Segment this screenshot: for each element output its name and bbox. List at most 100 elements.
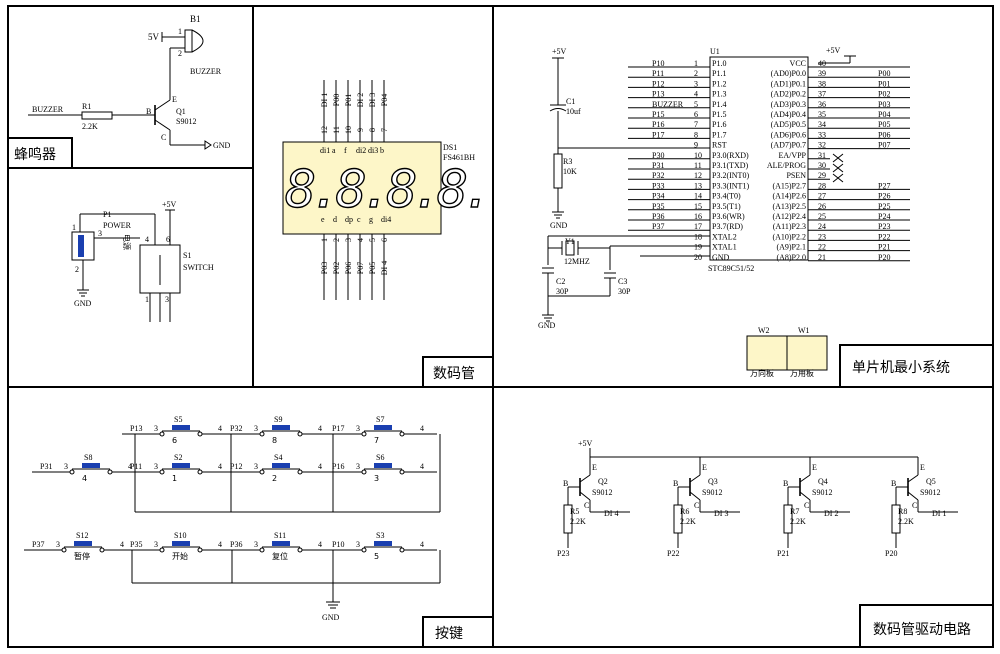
key-pin-b: 4: [218, 462, 222, 471]
mcu-left-name: P1.2: [712, 79, 726, 88]
key-ref: S7: [376, 415, 384, 424]
mcu-left-pin: 5: [694, 100, 698, 109]
key-label: 6: [172, 436, 177, 445]
mcu-right-net: P00: [878, 69, 890, 78]
mcu-right-name: (AD4)P0.4: [771, 110, 806, 119]
mcu-right-pin: 39: [818, 69, 826, 78]
label-driver-5v: +5V: [578, 439, 593, 448]
label-ds1: DS1: [443, 143, 457, 152]
mcu-left-net: P11: [652, 69, 664, 78]
key-ref: S4: [274, 453, 282, 462]
driver-di: DI 3: [714, 509, 728, 518]
label-c3: C3: [618, 277, 627, 286]
mcu-left-pin: 14: [694, 192, 702, 201]
mcu-left-name: P1.7: [712, 130, 726, 139]
key-pin-b: 4: [318, 462, 322, 471]
display-top-seg: di1: [320, 146, 330, 155]
mcu-right-pin: 34: [818, 120, 826, 129]
mcu-right-net: P23: [878, 222, 890, 231]
power-circuit: [71, 209, 181, 322]
mcu-right-name: EA/VPP: [778, 151, 806, 160]
mcu-right-net: P27: [878, 181, 890, 190]
mcu-left-pin: 7: [694, 120, 698, 129]
mcu-left-name: XTAL2: [712, 232, 737, 241]
driver-net: P23: [557, 549, 569, 558]
mcu-right-name: (A15)P2.7: [772, 181, 806, 190]
mcu-right-net: P21: [878, 243, 890, 252]
key-button-cap: [374, 463, 392, 468]
mcu-right-name: (A10)P2.2: [772, 232, 806, 241]
driver-pin-c: C: [694, 501, 699, 510]
key-button-cap: [272, 541, 290, 546]
mcu-left-name: P1.0: [712, 59, 726, 68]
driver-q: Q4: [818, 477, 828, 486]
label-q1-value: S9012: [176, 117, 196, 126]
mcu-left-pin: 13: [694, 181, 702, 190]
mcu-left-pin: 8: [694, 130, 698, 139]
label-r3: R3: [563, 157, 572, 166]
driver-q: Q3: [708, 477, 718, 486]
key-button-cap: [374, 425, 392, 430]
mcu-right-pin: 26: [818, 202, 826, 211]
mcu-left-pin: 20: [694, 253, 702, 262]
key-pin-a: 3: [254, 424, 258, 433]
driver-q: Q5: [926, 477, 936, 486]
pin-4: 4: [145, 235, 149, 244]
mcu-left-net: P17: [652, 130, 664, 139]
mcu-left-net: P35: [652, 202, 664, 211]
pin-1: 1: [178, 27, 182, 36]
key-ref: S9: [274, 415, 282, 424]
display-top-net: P00: [332, 94, 341, 106]
mcu-left-name: RST: [712, 141, 727, 150]
mcu-right-net: P01: [878, 79, 890, 88]
label-c1-5v: +5V: [552, 47, 567, 56]
key-pin-a: 3: [56, 540, 60, 549]
label-b1: B1: [190, 14, 201, 24]
driver-q-value: S9012: [812, 488, 832, 497]
mcu-right-net: P26: [878, 192, 890, 201]
mcu-right-pin: 27: [818, 192, 826, 201]
mcu-left-pin: 3: [694, 79, 698, 88]
display-top-net: P04: [380, 94, 389, 106]
mcu-left-net: P37: [652, 222, 664, 231]
display-bot-seg: c: [357, 215, 361, 224]
mcu-left-pin: 16: [694, 212, 702, 221]
display-bot-seg: d: [333, 215, 337, 224]
mcu-right-name: (AD6)P0.6: [771, 130, 806, 139]
mcu-right-pin: 37: [818, 90, 826, 99]
key-ref: S5: [174, 415, 182, 424]
display-bot-net: P02: [332, 262, 341, 274]
driver-r-value: 2.2K: [790, 517, 806, 526]
driver-pin-c: C: [804, 501, 809, 510]
label-c1: C1: [566, 97, 575, 106]
display-top-net: DI 2: [356, 93, 365, 107]
mcu-right-name: (A9)P2.1: [776, 243, 806, 252]
panel-title-display: 数码管: [433, 366, 475, 382]
key-pin-a: 3: [356, 462, 360, 471]
display-top-seg: b: [380, 146, 384, 155]
display-top-net: DI 3: [368, 93, 377, 107]
display-top-pin: 12: [320, 126, 329, 134]
label-w2: W2: [758, 326, 770, 335]
display-bot-pin: 6: [380, 238, 389, 242]
display-top-pin: 9: [356, 128, 365, 132]
mcu-left-name: P3.6(WR): [712, 212, 745, 221]
driver-di: DI 1: [932, 509, 946, 518]
mcu-right-name: (A12)P2.4: [772, 212, 806, 221]
key-net: P35: [130, 540, 142, 549]
key-label: 1: [172, 474, 177, 483]
display-bot-pin: 1: [320, 238, 329, 242]
mcu-left-name: P1.6: [712, 120, 726, 129]
key-button-cap: [272, 425, 290, 430]
display-top-pin: 11: [332, 126, 341, 134]
mcu-right-name: (AD1)P0.1: [771, 79, 806, 88]
key-ref: S11: [274, 531, 286, 540]
key-net: P31: [40, 462, 52, 471]
label-power-part: POWER: [103, 221, 132, 230]
driver-r-value: 2.2K: [680, 517, 696, 526]
pin-3: 3: [98, 229, 102, 238]
mcu-left-name: P1.1: [712, 69, 726, 78]
mcu-right-net: P04: [878, 110, 890, 119]
display-bot-seg: e: [321, 215, 325, 224]
